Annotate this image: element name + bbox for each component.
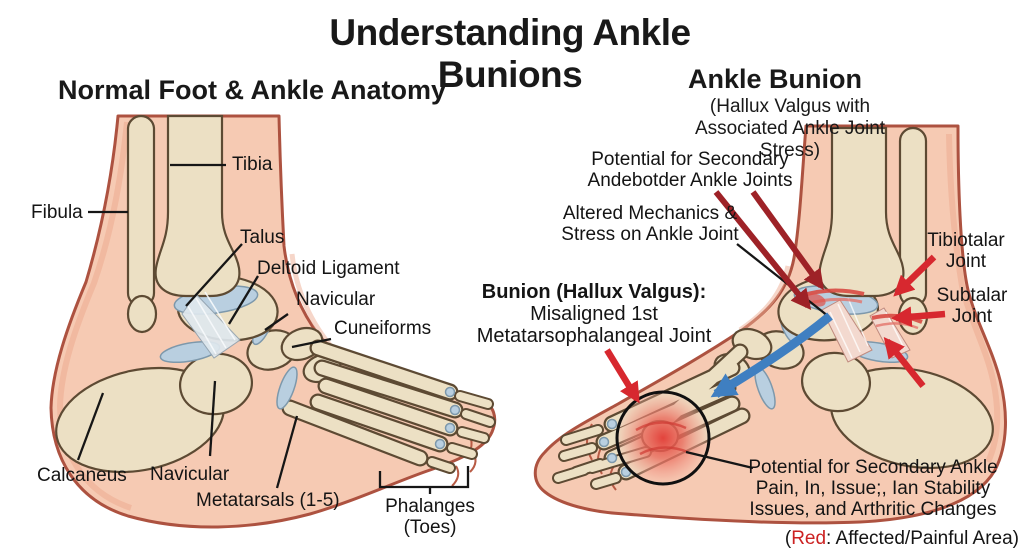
right-panel-subheading: (Hallux Valgus with Associated Ankle Joi… xyxy=(694,96,886,161)
bunion-highlight-circle xyxy=(615,390,711,486)
navicular-lower-leader-line xyxy=(208,380,217,457)
metatarsals-leader-line xyxy=(275,415,299,489)
stress-transfer-blue-arrow xyxy=(710,312,833,398)
phalanges-bracket xyxy=(378,466,470,494)
navicular-upper-leader-line xyxy=(264,313,289,331)
label-line: Potential for Secondary xyxy=(591,149,789,170)
left-metatarsal-bones xyxy=(281,339,464,467)
label-line: Bunion (Hallux Valgus): xyxy=(481,281,707,303)
label-metatarsals: Metatarsals (1-5) xyxy=(196,490,340,511)
tibia-bone-r xyxy=(818,126,905,298)
legend-rest: : Affected/Painful Area) xyxy=(826,528,1019,549)
cuboid-bone-r xyxy=(800,351,872,413)
label-line: Metatarsophalangeal Joint xyxy=(476,325,712,347)
label-secondary-ankle-joints: Potential for Secondary Andebotder Ankle… xyxy=(588,149,793,191)
cuneiforms-leader-line xyxy=(291,337,332,349)
label-subtalar-joint: Subtalar Joint xyxy=(937,285,1008,327)
fibula-bone xyxy=(126,114,156,308)
legend-open-paren: ( xyxy=(784,528,792,549)
bunion-foot-illustration xyxy=(533,124,1007,525)
label-talus: Talus xyxy=(240,227,285,248)
label-tibia: Tibia xyxy=(232,154,273,175)
lateral-malleolus xyxy=(126,294,158,334)
bunion-arrow xyxy=(604,348,640,404)
label-deltoid-ligament: Deltoid Ligament xyxy=(257,258,400,279)
normal-foot-illustration xyxy=(49,114,497,529)
page-title: Understanding Ankle Bunions xyxy=(329,12,691,95)
label-phalanges: Phalanges (Toes) xyxy=(385,496,475,538)
secondary-joints-arrow-1 xyxy=(750,190,824,291)
leader-lines xyxy=(76,163,829,494)
right-skin-shading xyxy=(946,133,1001,464)
label-line: Altered Mechanics & xyxy=(562,203,738,224)
right-panel-heading: Ankle Bunion xyxy=(688,64,862,94)
label-altered-mechanics: Altered Mechanics & Stress on Ankle Join… xyxy=(561,203,738,245)
subtalar-arrow xyxy=(890,306,946,328)
label-line: Subtalar xyxy=(936,285,1008,306)
label-line: Joint xyxy=(951,306,993,327)
bunion-red-streaks xyxy=(635,421,689,456)
secondary-joints-arrow-2 xyxy=(713,190,812,310)
label-bunion: Bunion (Hallux Valgus): Misaligned 1st M… xyxy=(477,281,712,347)
label-line: Andebotder Ankle Joints xyxy=(587,170,793,191)
label-line: Tibiotalar xyxy=(927,230,1005,251)
bunion-affected-area xyxy=(617,392,709,484)
label-navicular-upper: Navicular xyxy=(296,289,376,310)
label-line: Issues, and Arthritic Changes xyxy=(749,499,997,520)
label-navicular-lower: Navicular xyxy=(150,464,230,485)
label-line: Pain, In, Issue;, Ian Stability xyxy=(755,478,991,499)
deltoid-ligament-fibers xyxy=(187,291,236,355)
label-line: Joint xyxy=(945,251,987,272)
label-line: (Toes) xyxy=(403,517,457,538)
stressed-ligament-a xyxy=(821,299,873,363)
talus-leader-line xyxy=(185,243,243,307)
label-line: Potential for Secondary Ankle xyxy=(748,457,998,478)
legend-affected-area: (Red: Affected/Painful Area) xyxy=(785,528,1019,549)
label-calcaneus: Calcaneus xyxy=(37,465,127,486)
right-phalange-bones xyxy=(552,424,652,490)
left-phalange-bones xyxy=(426,390,496,474)
label-fibula: Fibula xyxy=(31,202,83,223)
annotation-arrows xyxy=(604,190,946,404)
label-line: Stress on Ankle Joint xyxy=(561,224,739,245)
tibiotalar-arrow xyxy=(893,254,937,297)
deltoid-leader-line xyxy=(228,275,259,325)
label-secondary-ankle-pain: Potential for Secondary Ankle Pain, In, … xyxy=(748,457,997,520)
left-panel-heading: Normal Foot & Ankle Anatomy xyxy=(57,75,447,105)
tibia-bone xyxy=(154,114,241,298)
subtalar-lower-arrow xyxy=(883,336,926,389)
bunion-text-leader-line xyxy=(685,450,754,470)
label-tibiotalar-joint: Tibiotalar Joint xyxy=(927,230,1004,272)
legend-red-word: Red xyxy=(791,528,827,549)
stressed-ligament-fibers xyxy=(829,297,905,359)
calcaneus-leader-line xyxy=(76,392,105,461)
label-line: Misaligned 1st xyxy=(530,303,658,325)
label-cuneiforms: Cuneiforms xyxy=(334,318,432,339)
altered-mechanics-leader-line xyxy=(736,243,829,317)
label-line: Phalanges xyxy=(385,496,475,517)
left-skin-shading xyxy=(56,121,132,511)
